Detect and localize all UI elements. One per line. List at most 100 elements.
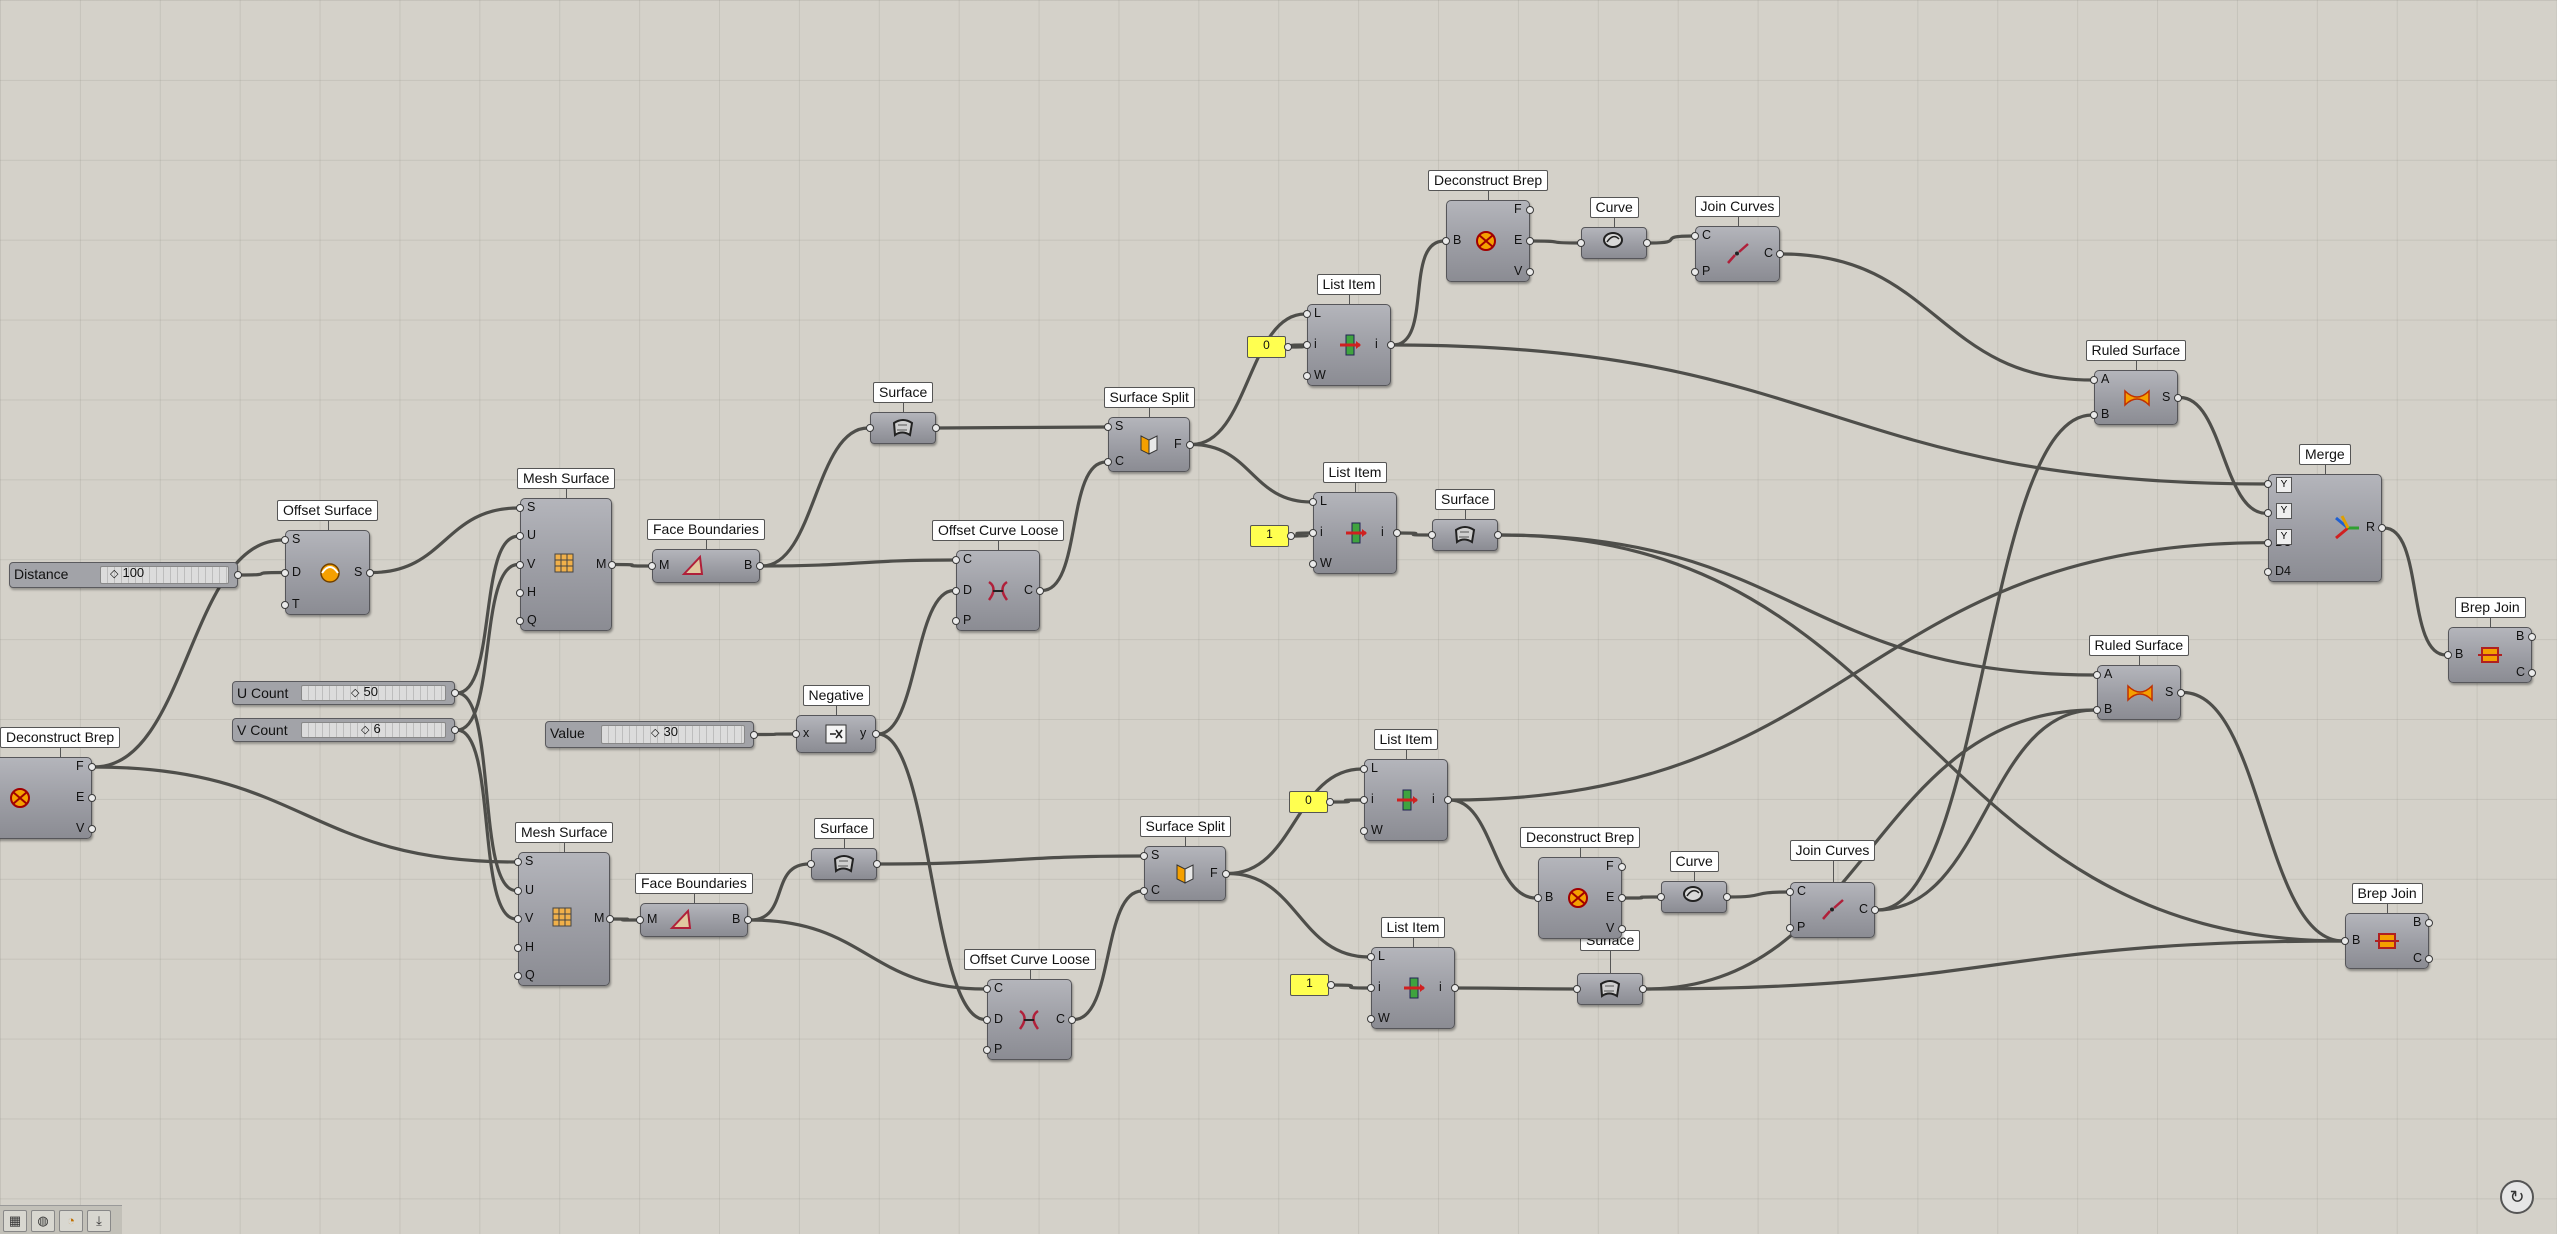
input-grip[interactable]	[1573, 985, 1581, 993]
input-grip[interactable]	[2264, 568, 2272, 576]
input-grip[interactable]	[983, 1015, 991, 1024]
sphere-icon[interactable]: ◍	[31, 1210, 55, 1232]
input-grip[interactable]	[807, 860, 815, 868]
input-grip[interactable]	[1104, 423, 1112, 431]
input-grip[interactable]	[516, 532, 524, 541]
input-grip[interactable]	[1104, 458, 1112, 466]
input-grip[interactable]	[2264, 509, 2272, 518]
slider-track[interactable]	[301, 685, 446, 701]
input-grip[interactable]	[1428, 531, 1436, 539]
input-grip[interactable]	[1577, 239, 1585, 247]
output-grip[interactable]	[1393, 529, 1401, 537]
output-grip[interactable]	[1723, 893, 1731, 901]
output-grip[interactable]	[1327, 981, 1335, 989]
input-grip[interactable]	[514, 943, 522, 952]
output-grip[interactable]	[2528, 633, 2536, 641]
input-grip[interactable]	[514, 886, 522, 895]
input-grip[interactable]	[2090, 411, 2098, 419]
input-grip[interactable]	[1309, 560, 1317, 568]
output-grip[interactable]	[88, 763, 96, 771]
slider-grip-icon[interactable]: ◇	[361, 724, 370, 736]
output-grip[interactable]	[451, 689, 459, 697]
input-grip[interactable]	[1303, 341, 1311, 349]
output-grip[interactable]	[1036, 586, 1044, 595]
input-grip[interactable]	[2444, 651, 2452, 659]
input-grip[interactable]	[1140, 887, 1148, 895]
input-grip[interactable]	[281, 536, 289, 544]
output-grip[interactable]	[1871, 906, 1879, 914]
input-grip[interactable]	[983, 985, 991, 993]
input-grip[interactable]	[281, 601, 289, 609]
output-grip[interactable]	[1776, 250, 1784, 258]
input-grip[interactable]	[1786, 924, 1794, 932]
output-grip[interactable]	[2528, 669, 2536, 677]
input-grip[interactable]	[1360, 765, 1368, 773]
distance-slider[interactable]: Distance◇100	[9, 562, 238, 588]
output-grip[interactable]	[1639, 985, 1647, 993]
output-grip[interactable]	[1451, 984, 1459, 992]
input-grip[interactable]	[1691, 268, 1699, 276]
output-grip[interactable]	[1643, 239, 1651, 247]
input-grip[interactable]	[281, 568, 289, 577]
output-grip[interactable]	[1494, 531, 1502, 539]
input-grip[interactable]	[2341, 937, 2349, 945]
u-count-slider[interactable]: U Count◇50	[232, 681, 455, 705]
input-grip[interactable]	[1367, 1015, 1375, 1023]
download-icon[interactable]: ⤓	[87, 1210, 111, 1232]
slider-track[interactable]	[601, 725, 745, 744]
v-count-slider[interactable]: V Count◇6	[232, 718, 455, 742]
output-grip[interactable]	[2378, 524, 2386, 532]
input-grip[interactable]	[514, 858, 522, 866]
input-grip[interactable]	[1309, 498, 1317, 506]
input-grip[interactable]	[2264, 538, 2272, 547]
output-grip[interactable]	[932, 424, 940, 432]
input-grip[interactable]	[516, 504, 524, 512]
canvas-icon[interactable]: ▦	[3, 1210, 27, 1232]
output-grip[interactable]	[451, 726, 459, 734]
slider-track[interactable]	[301, 722, 446, 738]
output-grip[interactable]	[2177, 688, 2185, 697]
output-grip[interactable]	[1526, 268, 1534, 276]
input-grip[interactable]	[1534, 894, 1542, 902]
input-grip[interactable]	[1367, 984, 1375, 992]
input-grip[interactable]	[1657, 893, 1665, 901]
slider-track[interactable]	[100, 566, 229, 584]
output-grip[interactable]	[1222, 869, 1230, 878]
input-grip[interactable]	[516, 560, 524, 569]
output-grip[interactable]	[2425, 955, 2433, 963]
offset-curve-loose-1-component[interactable]	[956, 550, 1040, 631]
input-grip[interactable]	[866, 424, 874, 432]
slider-grip-icon[interactable]: ◇	[110, 568, 119, 580]
output-grip[interactable]	[744, 916, 752, 924]
face-boundaries-1-component[interactable]	[652, 549, 760, 583]
input-grip[interactable]	[1360, 796, 1368, 804]
output-grip[interactable]	[872, 730, 880, 738]
input-grip[interactable]	[1303, 372, 1311, 380]
output-grip[interactable]	[1284, 343, 1292, 351]
slider-grip-icon[interactable]: ◇	[351, 687, 360, 699]
input-grip[interactable]	[1442, 237, 1450, 245]
output-grip[interactable]	[1618, 894, 1626, 902]
output-grip[interactable]	[606, 915, 614, 923]
input-grip[interactable]	[2090, 376, 2098, 384]
input-grip[interactable]	[952, 617, 960, 625]
input-grip[interactable]	[514, 915, 522, 923]
output-grip[interactable]	[756, 562, 764, 570]
output-grip[interactable]	[1526, 206, 1534, 214]
output-grip[interactable]	[1618, 925, 1626, 933]
output-grip[interactable]	[234, 571, 242, 579]
input-grip[interactable]	[983, 1046, 991, 1054]
value-slider[interactable]: Value◇30	[545, 721, 754, 748]
input-grip[interactable]	[1786, 888, 1794, 896]
output-grip[interactable]	[1444, 796, 1452, 804]
output-grip[interactable]	[608, 560, 616, 569]
input-grip[interactable]	[516, 588, 524, 597]
input-grip[interactable]	[1303, 310, 1311, 318]
output-grip[interactable]	[1326, 798, 1334, 806]
input-grip[interactable]	[2264, 480, 2272, 488]
input-grip[interactable]	[2093, 671, 2101, 679]
input-grip[interactable]	[648, 562, 656, 570]
number-panel[interactable]: 1	[1250, 525, 1289, 547]
output-grip[interactable]	[88, 794, 96, 802]
slider-grip-icon[interactable]: ◇	[651, 727, 660, 739]
